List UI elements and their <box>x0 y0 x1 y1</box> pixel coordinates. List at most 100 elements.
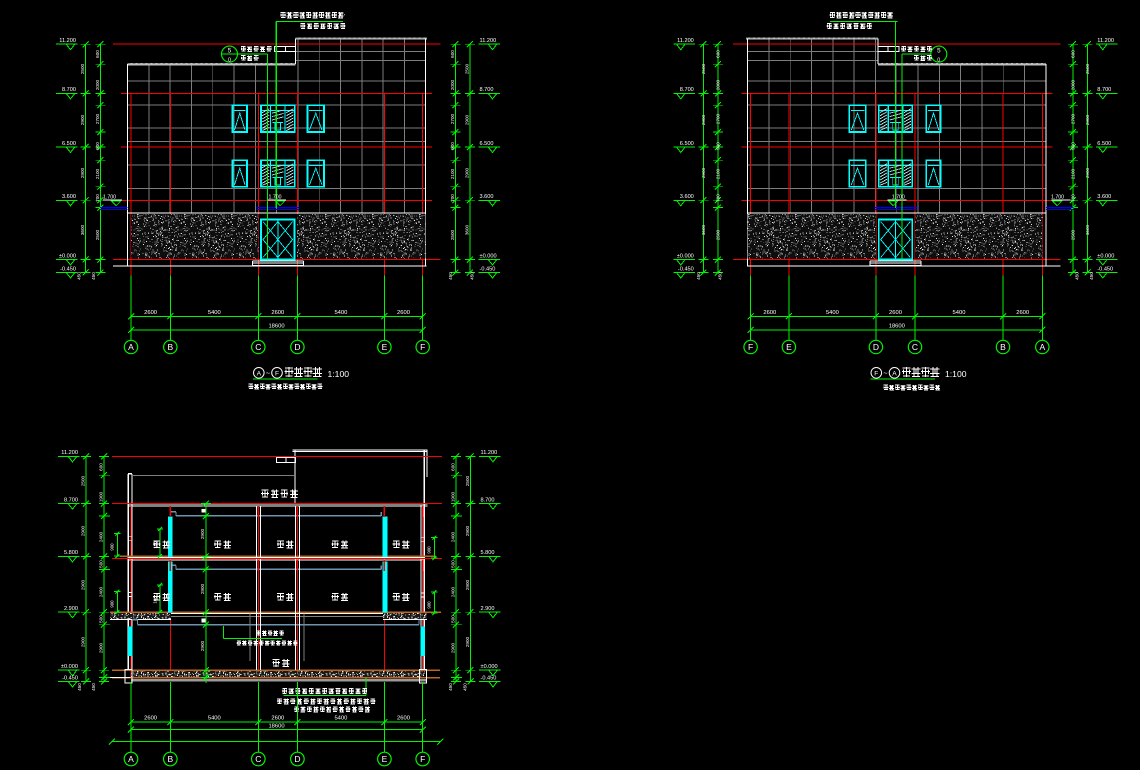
svg-text:2400: 2400 <box>99 586 104 597</box>
svg-text:5400: 5400 <box>208 310 221 316</box>
svg-text:E: E <box>382 754 388 764</box>
svg-text:B: B <box>167 342 173 352</box>
svg-text:11.200: 11.200 <box>61 450 78 456</box>
svg-text:450: 450 <box>696 272 701 280</box>
svg-text:500: 500 <box>99 615 104 623</box>
svg-text:6.500: 6.500 <box>62 141 76 147</box>
svg-text:2500: 2500 <box>715 229 720 240</box>
svg-text:2900: 2900 <box>200 583 205 594</box>
svg-text:6.500: 6.500 <box>480 141 494 147</box>
svg-text:450: 450 <box>77 683 82 691</box>
svg-text:B: B <box>1000 342 1006 352</box>
svg-text:6.500: 6.500 <box>1097 141 1111 147</box>
svg-text:2600: 2600 <box>763 310 776 316</box>
svg-text:450: 450 <box>448 683 453 691</box>
svg-text:2900: 2900 <box>465 579 470 590</box>
svg-text:600: 600 <box>95 50 100 58</box>
svg-text:8.700: 8.700 <box>480 87 494 93</box>
svg-text:2100: 2100 <box>95 168 100 179</box>
svg-text:2500: 2500 <box>465 475 470 486</box>
svg-text:2900: 2900 <box>81 579 86 590</box>
svg-text:±0.000: ±0.000 <box>1097 253 1114 259</box>
svg-text:3600: 3600 <box>80 224 85 235</box>
svg-text:F: F <box>420 342 425 352</box>
svg-text:450: 450 <box>448 272 453 280</box>
svg-text:3.600: 3.600 <box>1097 194 1111 200</box>
svg-text:1:100: 1:100 <box>328 369 350 379</box>
svg-text:2700: 2700 <box>95 113 100 124</box>
svg-text:2500: 2500 <box>1070 229 1075 240</box>
svg-text:2900: 2900 <box>465 167 470 178</box>
svg-text:600: 600 <box>715 50 720 58</box>
svg-text:2500: 2500 <box>1085 63 1090 74</box>
svg-text:±0.000: ±0.000 <box>677 253 694 259</box>
svg-text:450: 450 <box>91 272 96 280</box>
svg-text:11.200: 11.200 <box>677 38 694 44</box>
svg-text:A: A <box>128 342 134 352</box>
svg-text:450: 450 <box>469 272 474 280</box>
svg-text:11.200: 11.200 <box>480 38 497 44</box>
svg-text:-0.450: -0.450 <box>678 266 694 272</box>
svg-text:2500: 2500 <box>80 63 85 74</box>
svg-text:900: 900 <box>95 142 100 150</box>
svg-text:±0.000: ±0.000 <box>481 664 498 670</box>
svg-text:2900: 2900 <box>701 114 706 125</box>
svg-text:1900: 1900 <box>99 491 104 502</box>
svg-text:900: 900 <box>427 601 432 609</box>
svg-text:8.700: 8.700 <box>680 87 694 93</box>
svg-text:2900: 2900 <box>81 525 86 536</box>
svg-text:2900: 2900 <box>701 167 706 178</box>
svg-text:2.900: 2.900 <box>64 606 78 612</box>
svg-text:2900: 2900 <box>80 114 85 125</box>
svg-text:700: 700 <box>1070 194 1075 202</box>
svg-text:2100: 2100 <box>450 168 455 179</box>
svg-text:8.700: 8.700 <box>62 87 76 93</box>
svg-text:2000: 2000 <box>1070 79 1075 90</box>
svg-text:18600: 18600 <box>889 323 905 329</box>
svg-text:6.500: 6.500 <box>680 141 694 147</box>
svg-text:0: 0 <box>228 58 231 64</box>
svg-text:2000: 2000 <box>95 79 100 90</box>
svg-text:2400: 2400 <box>451 586 456 597</box>
svg-text:900: 900 <box>450 142 455 150</box>
svg-text:D: D <box>294 342 300 352</box>
svg-text:F: F <box>420 754 425 764</box>
svg-text:3.600: 3.600 <box>680 194 694 200</box>
svg-text:2900: 2900 <box>200 528 205 539</box>
svg-text:2900: 2900 <box>1085 167 1090 178</box>
svg-text:450: 450 <box>76 272 81 280</box>
svg-text:2600: 2600 <box>144 310 157 316</box>
svg-text:11.200: 11.200 <box>481 450 498 456</box>
svg-text:2000: 2000 <box>450 79 455 90</box>
svg-text:2900: 2900 <box>99 642 104 653</box>
svg-text:2900: 2900 <box>200 640 205 651</box>
svg-text:~: ~ <box>266 369 271 378</box>
svg-text:2700: 2700 <box>450 113 455 124</box>
svg-text:600: 600 <box>450 50 455 58</box>
svg-text:-0.450: -0.450 <box>480 266 496 272</box>
svg-text:-0.450: -0.450 <box>62 675 78 681</box>
svg-text:2600: 2600 <box>271 716 284 722</box>
svg-text:2500: 2500 <box>701 63 706 74</box>
svg-text:1.700: 1.700 <box>269 195 282 201</box>
svg-text:2500: 2500 <box>465 63 470 74</box>
svg-text:500: 500 <box>99 560 104 568</box>
svg-text:E: E <box>382 342 388 352</box>
svg-text:5: 5 <box>937 47 941 54</box>
svg-text:2400: 2400 <box>451 531 456 542</box>
svg-text:2600: 2600 <box>397 310 410 316</box>
svg-text:2900: 2900 <box>451 642 456 653</box>
svg-text:1:100: 1:100 <box>945 369 967 379</box>
svg-text:2600: 2600 <box>397 716 410 722</box>
svg-text:11.200: 11.200 <box>1097 38 1114 44</box>
svg-text:2100: 2100 <box>715 168 720 179</box>
svg-text:8.700: 8.700 <box>481 497 495 503</box>
svg-text:900: 900 <box>427 546 432 554</box>
svg-text:5: 5 <box>228 47 232 54</box>
svg-text:5400: 5400 <box>953 310 966 316</box>
svg-text:450: 450 <box>462 683 467 691</box>
svg-text:B: B <box>167 754 173 764</box>
svg-text:5400: 5400 <box>334 310 347 316</box>
svg-text:5400: 5400 <box>208 716 221 722</box>
svg-text:3.600: 3.600 <box>62 194 76 200</box>
